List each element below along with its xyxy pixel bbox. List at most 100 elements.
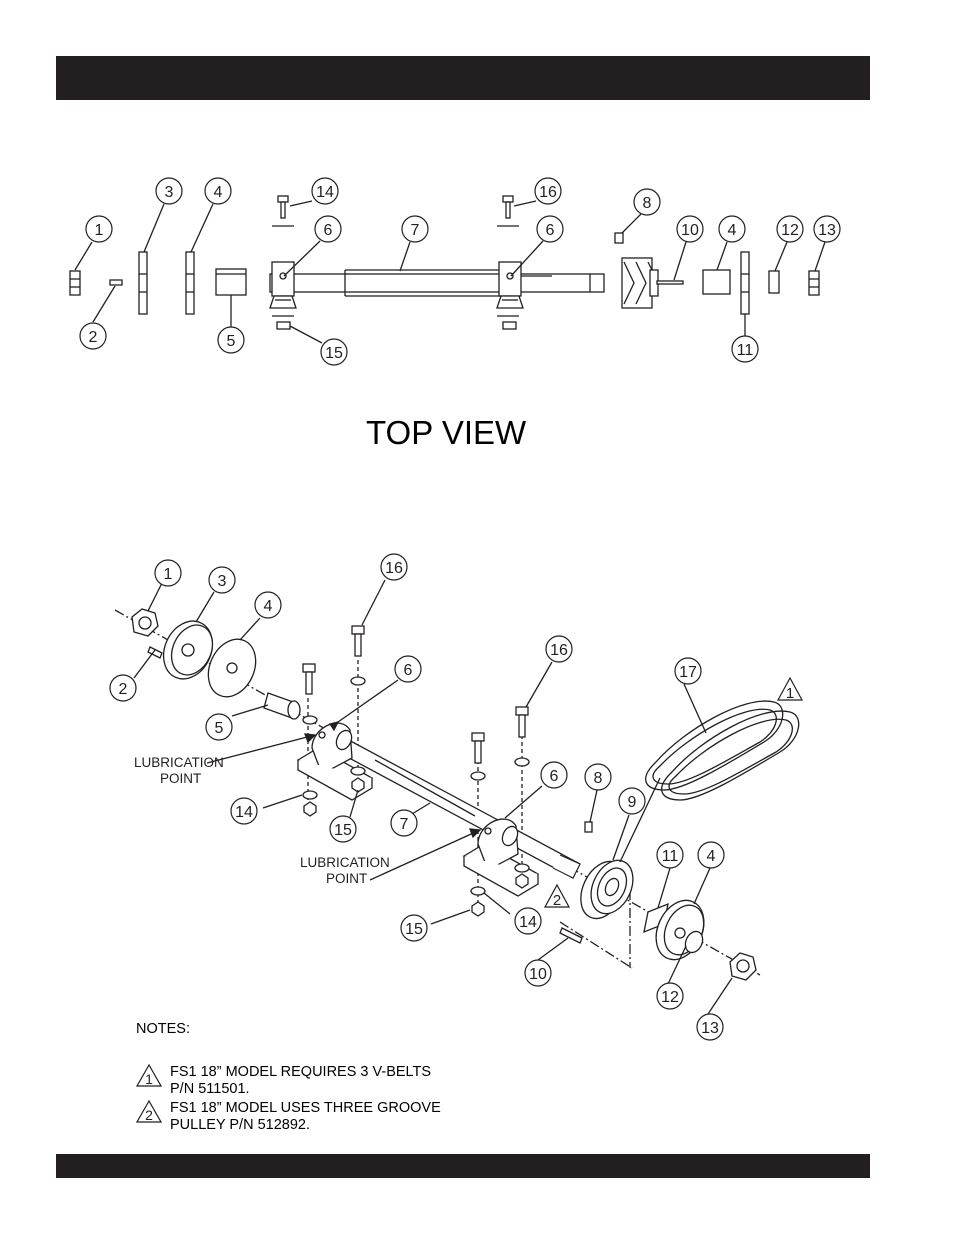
note-1-line-1: FS1 18” MODEL REQUIRES 3 V-BELTS — [170, 1064, 441, 1081]
view-title: TOP VIEW — [366, 414, 526, 452]
iso-callout-number: 13 — [701, 1020, 719, 1037]
iso-callout-number: 11 — [662, 848, 679, 865]
iso-callout-10: 6 — [541, 762, 567, 788]
iso-callout-number: 8 — [594, 770, 603, 787]
top-callout-4: 4 — [205, 178, 231, 204]
iso-callout-9: 17 — [675, 658, 701, 684]
part-nut-15 — [277, 322, 290, 329]
iso-callout-6: 16 — [381, 554, 407, 580]
top-callout-number: 14 — [316, 184, 334, 201]
iso-callout-number: 16 — [385, 560, 403, 577]
note-2-line-2: PULLEY P/N 512892. — [170, 1117, 441, 1134]
top-callout-3: 3 — [156, 178, 182, 204]
iso-callout-number: 15 — [405, 921, 423, 938]
part-bolt-16 — [497, 196, 519, 226]
top-callout-16: 13 — [814, 216, 840, 242]
iso-callout-number: 3 — [218, 573, 227, 590]
note-2-line-1: FS1 18” MODEL USES THREE GROOVE — [170, 1100, 441, 1117]
top-callout-9: 14 — [312, 178, 338, 204]
iso-callout-20: 4 — [698, 842, 724, 868]
top-callout-number: 1 — [95, 222, 104, 239]
lubrication-label-1a: LUBRICATION — [134, 755, 224, 770]
top-callout-11: 16 — [535, 178, 561, 204]
top-view — [70, 196, 825, 343]
part-nut-1 — [70, 271, 80, 295]
top-callout-7: 7 — [402, 216, 428, 242]
note-triangle-2: 2 — [136, 1100, 162, 1124]
iso-callout-17: 14 — [515, 908, 541, 934]
top-callout-number: 15 — [325, 345, 343, 362]
part-bearing-6-right — [497, 262, 523, 308]
svg-text:2: 2 — [145, 1107, 153, 1123]
isometric-view — [115, 580, 799, 1014]
iso-callout-number: 4 — [264, 598, 273, 615]
part-spacer-4 — [703, 270, 730, 294]
note-item-1: 1 FS1 18” MODEL REQUIRES 3 V-BELTS P/N 5… — [136, 1064, 441, 1098]
iso-callout-number: 17 — [679, 664, 697, 681]
top-callout-number: 5 — [227, 333, 236, 350]
iso-callout-number: 5 — [215, 720, 224, 737]
lubrication-label-2b: POINT — [326, 871, 367, 886]
part-key-10 — [657, 281, 683, 284]
iso-callout-number: 14 — [519, 914, 537, 931]
top-callout-number: 6 — [324, 222, 333, 239]
iso-callout-13: 7 — [391, 810, 417, 836]
top-callout-number: 13 — [818, 222, 836, 239]
lubrication-label-2a: LUBRICATION — [300, 855, 390, 870]
iso-callout-14: 14 — [231, 798, 257, 824]
triangle-markers: 1 2 — [545, 678, 802, 909]
note-item-2: 2 FS1 18” MODEL USES THREE GROOVE PULLEY… — [136, 1100, 441, 1134]
part-collar-12 — [769, 271, 779, 293]
top-callout-number: 4 — [728, 222, 737, 239]
top-callout-number: 4 — [214, 184, 223, 201]
top-callout-17: 11 — [732, 336, 758, 362]
top-callout-number: 7 — [411, 222, 420, 239]
iso-callout-7: 6 — [395, 656, 421, 682]
top-callout-number: 8 — [643, 195, 652, 212]
note-1-line-2: P/N 511501. — [170, 1081, 441, 1098]
part-nut-13 — [809, 271, 819, 295]
svg-text:1: 1 — [145, 1071, 153, 1087]
iso-callout-number: 4 — [707, 848, 716, 865]
part-shaft-7 — [270, 274, 604, 292]
part-bolt-14 — [272, 196, 294, 226]
top-callout-13: 10 — [677, 216, 703, 242]
iso-callout-16: 15 — [401, 915, 427, 941]
iso-callout-number: 16 — [550, 642, 568, 659]
triangle-marker-2-text: 2 — [553, 892, 561, 909]
iso-callout-11: 8 — [585, 764, 611, 790]
part-plate-4 — [186, 252, 194, 314]
top-callout-1: 1 — [86, 216, 112, 242]
part-plate-3 — [139, 252, 147, 314]
iso-callout-number: 2 — [119, 681, 128, 698]
iso-callout-18: 10 — [525, 960, 551, 986]
top-callout-14: 4 — [719, 216, 745, 242]
part-setscrew-8-iso — [585, 822, 592, 832]
note-triangle-1: 1 — [136, 1064, 162, 1088]
top-callout-number: 2 — [89, 329, 98, 346]
part-spacer-5 — [216, 269, 246, 295]
iso-callout-2: 2 — [110, 675, 136, 701]
part-vbelts-17-iso — [646, 701, 799, 800]
top-callout-number: 10 — [681, 222, 699, 239]
top-callout-12: 8 — [634, 189, 660, 215]
iso-callout-number: 15 — [334, 822, 352, 839]
part-key-2 — [110, 280, 122, 285]
part-pulley-9-iso — [572, 854, 641, 926]
iso-callout-22: 13 — [697, 1014, 723, 1040]
notes-heading: NOTES: — [136, 1021, 441, 1038]
iso-callout-number: 10 — [529, 966, 547, 983]
iso-callout-4: 4 — [255, 592, 281, 618]
iso-callout-number: 9 — [628, 794, 637, 811]
iso-callout-1: 1 — [155, 560, 181, 586]
iso-callout-number: 7 — [400, 816, 409, 833]
iso-callout-15: 15 — [330, 816, 356, 842]
top-callout-8: 6 — [537, 216, 563, 242]
top-callout-10: 15 — [321, 339, 347, 365]
top-callout-number: 11 — [737, 342, 754, 359]
iso-callout-number: 6 — [404, 662, 413, 679]
iso-callout-number: 1 — [164, 566, 173, 583]
iso-callout-number: 12 — [661, 989, 679, 1006]
iso-callout-8: 16 — [546, 636, 572, 662]
top-callout-15: 12 — [777, 216, 803, 242]
